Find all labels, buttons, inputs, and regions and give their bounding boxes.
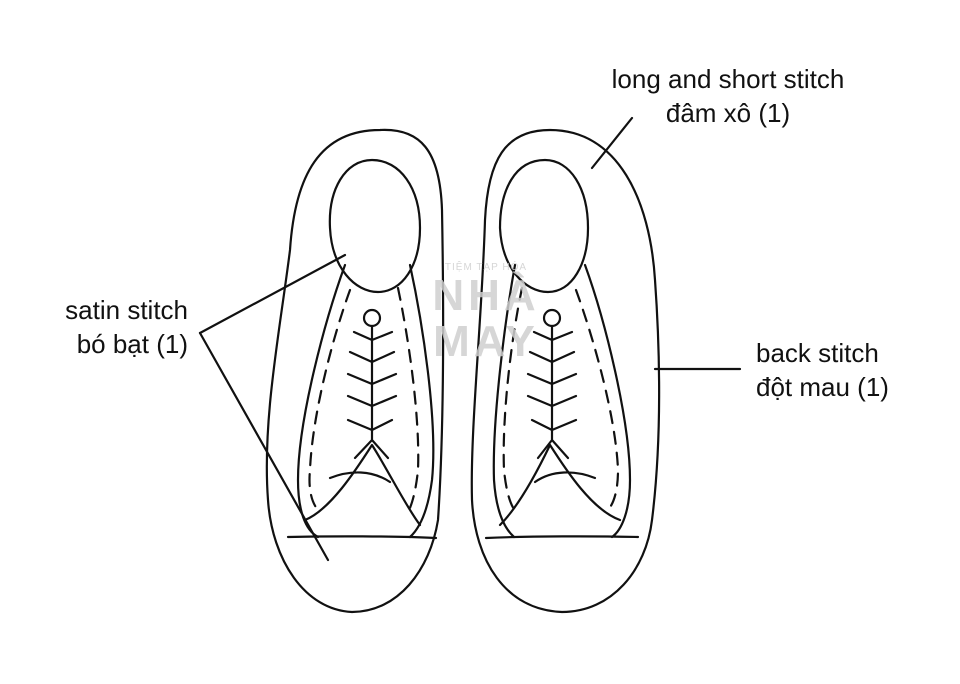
leader-satin-to-toe [198,331,330,562]
right-shoe-outline [470,128,661,614]
label-long-line2: đâm xô (1) [665,98,791,128]
right-shoe [470,128,661,614]
right-shoe-vamp [498,443,622,527]
left-shoe-collar [328,158,422,294]
left-shoe-upper [296,263,435,539]
label-back-line2: đột mau (1) [756,372,889,402]
left-shoe [265,128,445,614]
right-shoe-collar [498,158,590,294]
watermark-top: TIỆM TẠP HÓA [444,262,528,273]
leader-satin-to-collar [198,253,347,335]
label-satin-line1: satin stitch [65,295,188,325]
right-shoe-upper [492,263,632,539]
right-shoe-dashed-stitch-right [574,288,620,514]
label-back-line1: back stitch [756,338,879,368]
left-shoe-eyelet [362,308,382,328]
right-shoe-toe-cap [484,535,640,540]
leader-long-short [590,116,634,170]
label-satin-stitch: satin stitch bó bạt (1) [40,293,188,361]
watermark-middle: NHÀ [432,271,540,320]
left-shoe-outline [265,128,445,614]
right-shoe-dashed-stitch [502,286,524,514]
left-shoe-dashed-stitch-right [396,286,420,514]
left-shoe-toe-cap [286,535,438,540]
right-shoe-lace-bow [533,471,597,484]
label-satin-line2: bó bạt (1) [76,329,188,359]
leader-lines [198,116,742,562]
label-long-short-stitch: long and short stitch đâm xô (1) [588,62,868,130]
left-shoe-vamp [303,443,422,527]
label-back-stitch: back stitch đột mau (1) [756,336,889,404]
left-shoe-laces [346,324,398,460]
left-shoe-lace-bow [328,471,392,484]
left-shoe-dashed-stitch [308,288,352,514]
watermark-bottom: MAY [433,317,539,366]
label-long-line1: long and short stitch [611,64,845,94]
right-shoe-eyelet [542,308,562,328]
watermark: TIỆM TẠP HÓA NHÀ MAY [426,262,546,365]
right-shoe-laces [526,324,578,460]
